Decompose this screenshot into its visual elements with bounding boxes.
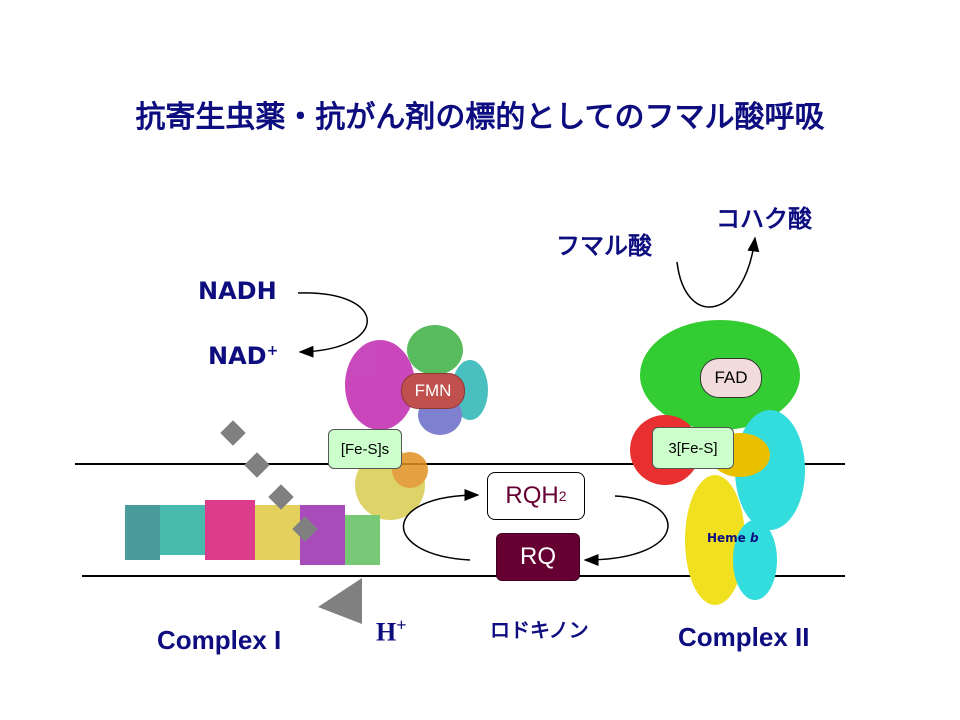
h-plus-label: H+ — [376, 615, 407, 648]
slide-title: 抗寄生虫薬・抗がん剤の標的としてのフマル酸呼吸 — [135, 100, 825, 135]
succinate-label: コハク酸 — [716, 205, 812, 233]
heme-b-italic: b — [750, 531, 759, 545]
complex2-label: Complex II — [678, 622, 810, 652]
nad-sup: + — [266, 343, 279, 359]
h-sup: + — [396, 615, 407, 635]
nadh-arrow — [297, 292, 368, 358]
membrane-top-line — [75, 463, 845, 465]
rqh2-to-rq-arrow — [583, 495, 669, 566]
fumarate-label: フマル酸 — [556, 232, 652, 260]
fes-s-badge: [Fe-S]s — [328, 429, 402, 469]
h-text: H — [376, 617, 397, 647]
fmn-badge: FMN — [401, 373, 465, 409]
membrane-bottom-line — [82, 575, 845, 577]
heme-text: Heme — [707, 531, 751, 545]
fumarate-arrow — [676, 236, 760, 308]
rq-to-rqh2-arrow — [402, 489, 480, 561]
rqh2-text: RQH — [505, 482, 559, 509]
nadh-label: NADH — [198, 277, 277, 305]
rhodoquinone-label: ロドキノン — [490, 618, 589, 642]
rqh2-sub: 2 — [558, 488, 567, 504]
complex1-label: Complex I — [157, 625, 282, 655]
three-fes-badge: 3[Fe-S] — [652, 427, 734, 469]
nad-text: NAD — [208, 342, 267, 370]
fad-badge: FAD — [700, 358, 762, 398]
rq-box: RQ — [496, 533, 580, 581]
nad-plus-label: NAD+ — [208, 342, 278, 370]
proton-arrow — [220, 420, 362, 624]
heme-b-label: Heme b — [707, 531, 759, 545]
